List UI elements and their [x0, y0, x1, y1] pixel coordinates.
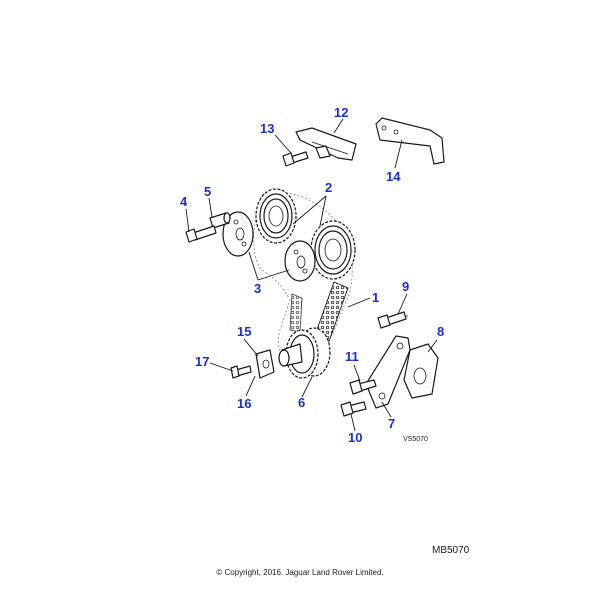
callout-14: 14 — [386, 169, 401, 184]
callout-10: 10 — [348, 430, 362, 445]
sprocket-bolt — [185, 225, 217, 243]
callout-11: 11 — [345, 349, 359, 364]
leader-lines — [185, 118, 438, 432]
bracket-bolt-lower — [340, 401, 367, 417]
bracket-bolt-middle — [349, 379, 377, 395]
callout-4: 4 — [180, 194, 188, 209]
callout-15: 15 — [237, 324, 251, 339]
tensioner-bracket — [365, 335, 411, 409]
callout-9: 9 — [402, 279, 409, 294]
callout-6: 6 — [298, 395, 305, 410]
dowel — [209, 212, 231, 229]
reference-code: MB5070 — [432, 545, 470, 556]
callout-1: 1 — [372, 290, 379, 305]
callout-3: 3 — [254, 281, 261, 296]
crank-bolt — [230, 365, 252, 379]
callout-7: 7 — [388, 416, 395, 431]
callout-12: 12 — [334, 105, 348, 120]
bracket-bolt-upper — [377, 311, 410, 329]
drawing-code: VS5070 — [403, 436, 428, 443]
callout-8: 8 — [437, 324, 444, 339]
camshaft-sprocket-front — [310, 220, 356, 280]
sprocket-plate-rear — [222, 211, 254, 257]
callout-13: 13 — [260, 121, 274, 136]
chain-guide — [295, 127, 357, 161]
camshaft-sprocket-rear — [255, 188, 297, 244]
copyright-notice: © Copyright, 2016. Jaguar Land Rover Lim… — [216, 568, 384, 577]
crankshaft-sprocket — [278, 327, 331, 379]
sprocket-plate-front — [284, 240, 316, 282]
callout-5: 5 — [204, 184, 211, 199]
crank-spacer — [255, 349, 275, 379]
tensioner-housing — [403, 343, 439, 399]
callout-2: 2 — [325, 180, 332, 195]
callout-17: 17 — [195, 354, 209, 369]
callout-16: 16 — [237, 396, 251, 411]
callouts: 1 2 3 4 5 6 7 8 9 10 11 12 13 14 15 16 1… — [180, 105, 444, 445]
guide-bolt — [282, 151, 309, 167]
tensioner-rail — [375, 117, 445, 165]
